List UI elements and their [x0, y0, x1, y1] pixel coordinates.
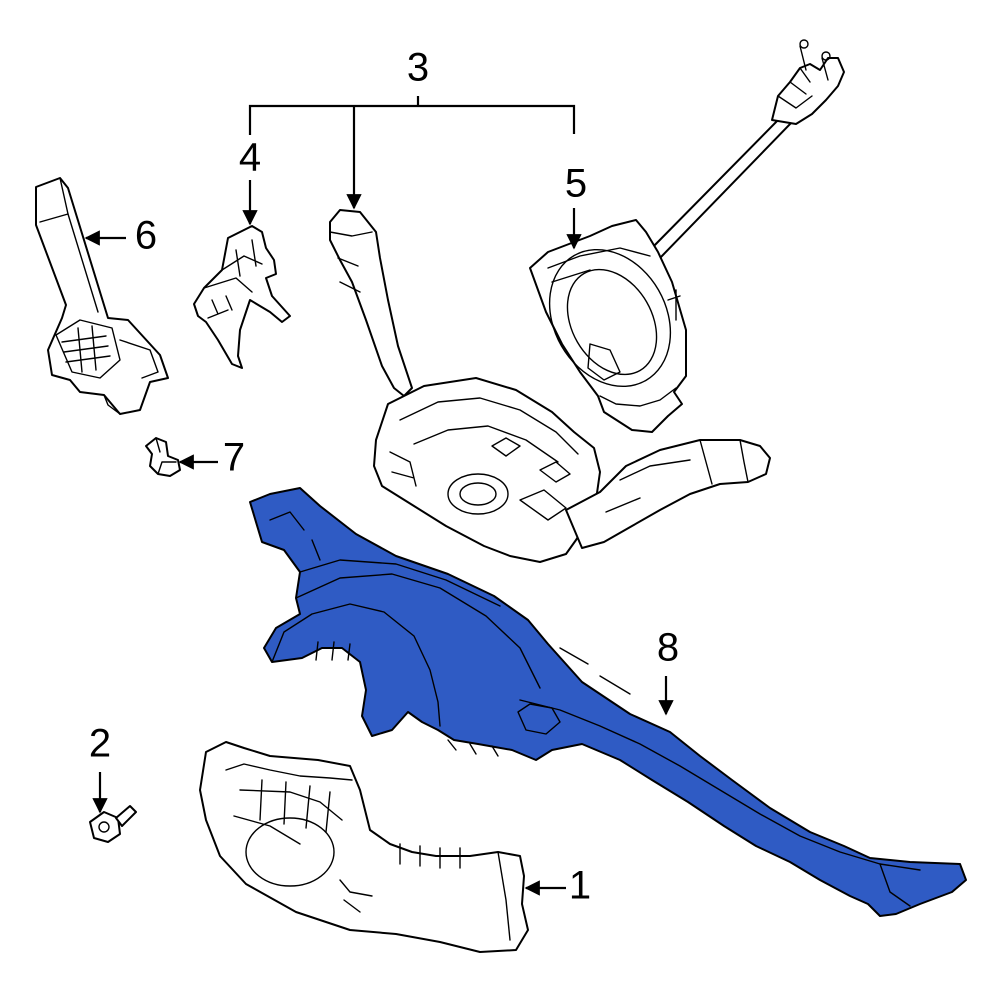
callout-7: 7 [223, 436, 245, 480]
callout-labels: 3 4 5 6 7 8 2 1 [89, 46, 679, 908]
part-7-bolt[interactable] [145, 437, 181, 477]
callout-3: 3 [407, 46, 429, 90]
callout-6: 6 [135, 214, 157, 258]
part-4-bracket[interactable] [193, 225, 291, 369]
callout-5: 5 [565, 162, 587, 206]
callout-4: 4 [239, 136, 261, 180]
part-8-column-cover[interactable] [249, 487, 967, 917]
leader-lines [84, 96, 674, 896]
callout-8: 8 [657, 626, 679, 670]
part-2-screw[interactable] [89, 805, 137, 843]
part-1-lower-cover[interactable] [199, 741, 529, 953]
part-5-clock-spring[interactable] [526, 39, 845, 433]
callout-1: 1 [569, 864, 591, 908]
part-3-combination-switch[interactable] [329, 209, 771, 563]
part-6-bracket[interactable] [35, 177, 169, 415]
callout-2: 2 [89, 722, 111, 766]
